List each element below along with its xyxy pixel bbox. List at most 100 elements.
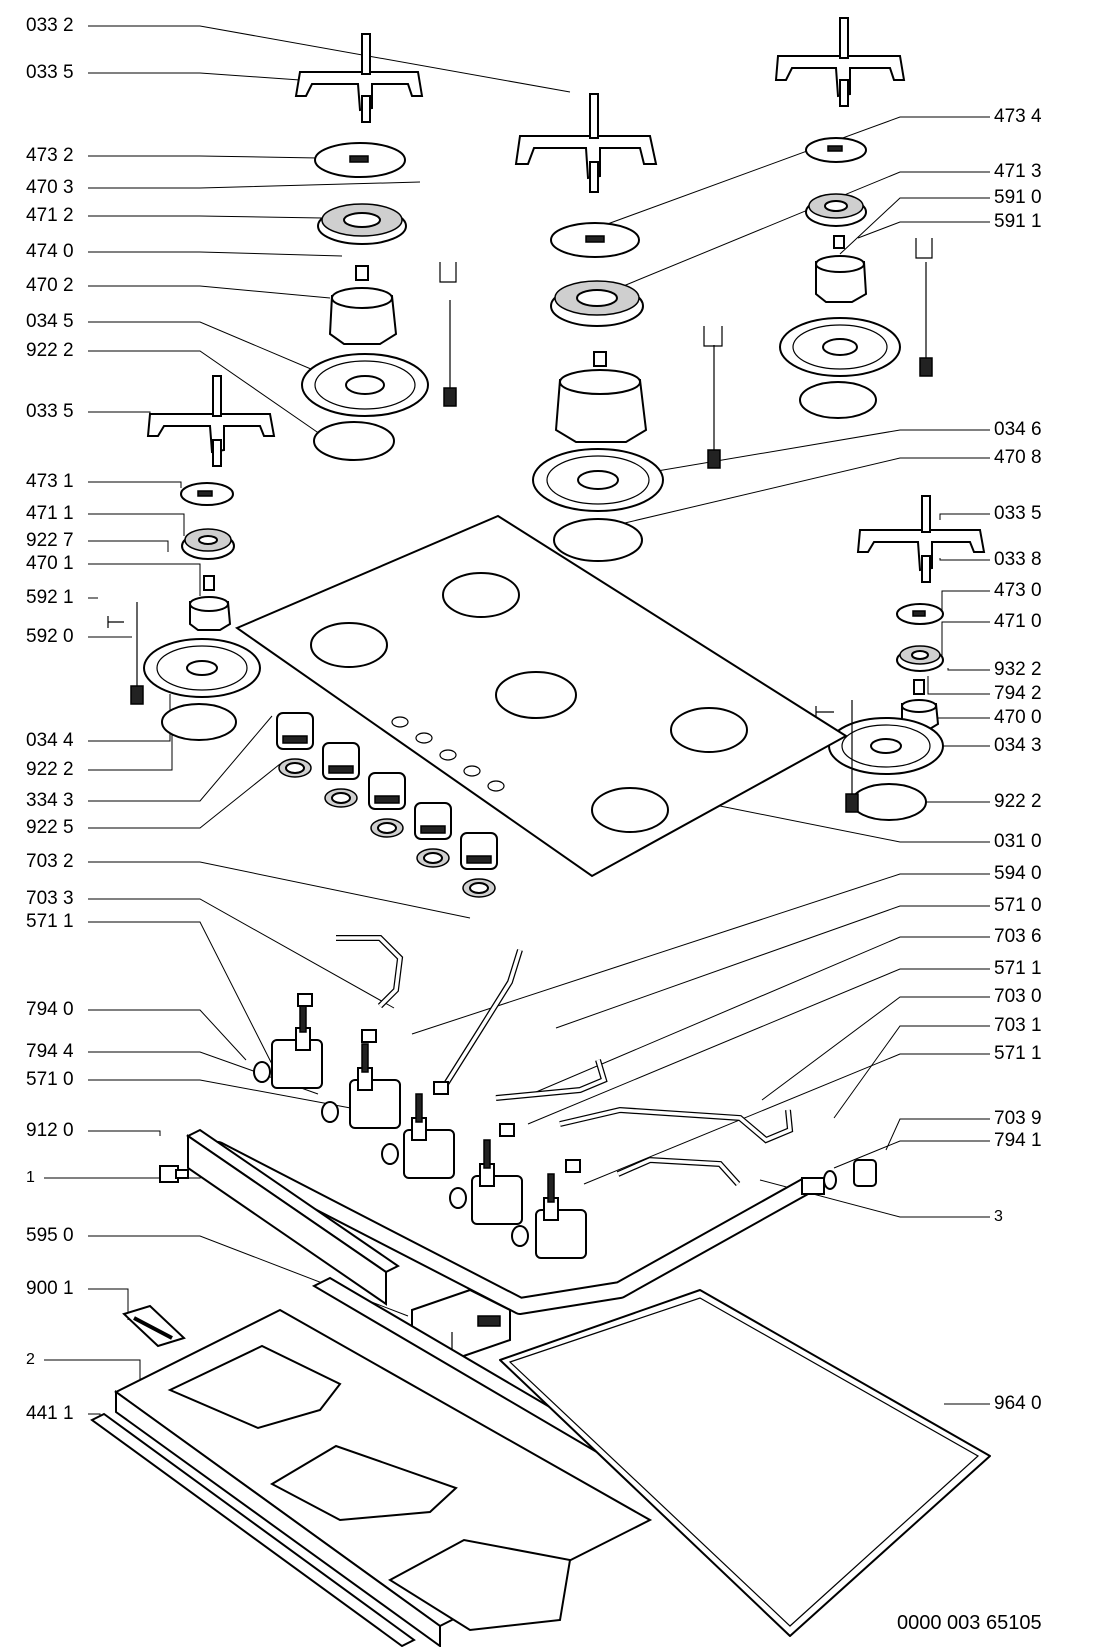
- left-part-label: 034 4: [26, 730, 74, 751]
- left-part-label: 703 2: [26, 851, 74, 872]
- left-part-label: 592 0: [26, 626, 74, 647]
- left-part-label: 1: [26, 1169, 35, 1186]
- leader-line: [833, 1025, 990, 1119]
- hob-gasket: [499, 1289, 991, 1637]
- leader-line: [88, 861, 471, 919]
- right-part-label: 034 6: [994, 419, 1042, 440]
- hob-hole-1: [442, 572, 520, 618]
- gas-rail-main: [209, 1141, 877, 1315]
- right-part-label: 473 0: [994, 580, 1042, 601]
- right-part-label: 964 0: [994, 1393, 1042, 1414]
- burner-crown-471-2: [317, 203, 407, 245]
- left-part-label: 592 1: [26, 587, 74, 608]
- leader-line: [88, 321, 319, 373]
- leader-line: [88, 25, 571, 93]
- leader-line: [941, 590, 990, 614]
- leader-line: [833, 1140, 990, 1169]
- plate-034-3: [828, 717, 944, 775]
- leader-line: [88, 715, 273, 802]
- leader-line: [947, 668, 990, 671]
- left-part-label: 334 3: [26, 790, 74, 811]
- document-number: 0000 003 65105: [897, 1612, 1042, 1634]
- control-knobs: [276, 712, 498, 898]
- leader-line: [88, 181, 421, 189]
- right-part-label: 571 1: [994, 958, 1042, 979]
- burner-body-470-3: [554, 351, 648, 443]
- right-part-label: 922 2: [994, 791, 1042, 812]
- left-part-label: 474 0: [26, 241, 74, 262]
- burner-body-470-2: [328, 265, 398, 345]
- base-tray: [114, 1276, 653, 1647]
- leader-line: [521, 936, 990, 1099]
- leader-line: [927, 676, 990, 695]
- left-part-label: 922 5: [26, 817, 74, 838]
- right-part-label: 591 0: [994, 187, 1042, 208]
- left-part-label: 470 3: [26, 177, 74, 198]
- hob-hole-3: [495, 671, 577, 719]
- pan-support-top-right: [774, 17, 906, 107]
- right-part-label: 3: [994, 1208, 1003, 1225]
- leader-line: [88, 1079, 373, 1113]
- leader-line: [601, 116, 990, 227]
- left-part-label: 922 2: [26, 340, 74, 361]
- left-part-label: 922 7: [26, 530, 74, 551]
- burner-crown-471-3: [550, 280, 644, 327]
- leader-line: [88, 921, 281, 1081]
- leader-line: [88, 694, 171, 742]
- left-part-label: 033 5: [26, 401, 74, 422]
- right-part-label: 470 8: [994, 447, 1042, 468]
- front-rail-bracket: [159, 1128, 400, 1306]
- hob-hole-4: [670, 707, 748, 753]
- left-part-label: 441 1: [26, 1403, 74, 1424]
- right-part-label: 703 0: [994, 986, 1042, 1007]
- right-part-label: 571 0: [994, 895, 1042, 916]
- leader-line: [611, 457, 990, 527]
- right-part-label: 794 2: [994, 683, 1042, 704]
- right-part-label: 703 9: [994, 1108, 1042, 1129]
- hob-hole-2: [310, 622, 388, 668]
- leader-line: [88, 722, 173, 771]
- left-part-label: 470 2: [26, 275, 74, 296]
- leader-line: [839, 197, 990, 255]
- leader-line: [88, 251, 343, 257]
- leader-line: [761, 996, 990, 1101]
- pan-support-middle-left: [146, 375, 276, 467]
- leader-line: [689, 799, 990, 843]
- seal-right: [799, 381, 877, 419]
- leader-line: [603, 171, 990, 295]
- right-part-label: 034 3: [994, 735, 1042, 756]
- left-part-label: 595 0: [26, 1225, 74, 1246]
- left-part-label: 703 3: [26, 888, 74, 909]
- leader-line: [615, 429, 990, 479]
- leader-line: [939, 513, 990, 520]
- right-part-label: 473 4: [994, 106, 1042, 127]
- left-part-label: 2: [26, 1351, 35, 1368]
- leader-line: [88, 898, 395, 1009]
- burner-crown-right: [805, 193, 867, 227]
- leader-line: [88, 155, 319, 159]
- leader-line: [88, 285, 331, 299]
- leader-line: [88, 350, 321, 435]
- right-part-label: 033 8: [994, 549, 1042, 570]
- pan-support-top-center: [514, 93, 658, 193]
- seal-470-8: [553, 518, 643, 562]
- burner-crown-471-1: [181, 528, 235, 560]
- plate-034-5: [301, 353, 429, 417]
- right-part-label: 794 1: [994, 1130, 1042, 1151]
- clip-900-1: [122, 1304, 186, 1348]
- left-part-label: 471 2: [26, 205, 74, 226]
- right-part-label: 591 1: [994, 211, 1042, 232]
- right-part-label: 571 1: [994, 1043, 1042, 1064]
- burner-body-470-1: [189, 575, 232, 631]
- seal-922-2-b: [161, 703, 237, 741]
- right-part-label: 932 2: [994, 659, 1042, 680]
- leader-line: [88, 1130, 161, 1136]
- left-part-label: 900 1: [26, 1278, 74, 1299]
- pan-support-top-left: [294, 33, 424, 123]
- right-part-label: 471 0: [994, 611, 1042, 632]
- left-part-label: 912 0: [26, 1120, 74, 1141]
- leader-line: [88, 411, 151, 420]
- leader-line: [88, 1288, 129, 1320]
- left-part-label: 794 0: [26, 999, 74, 1020]
